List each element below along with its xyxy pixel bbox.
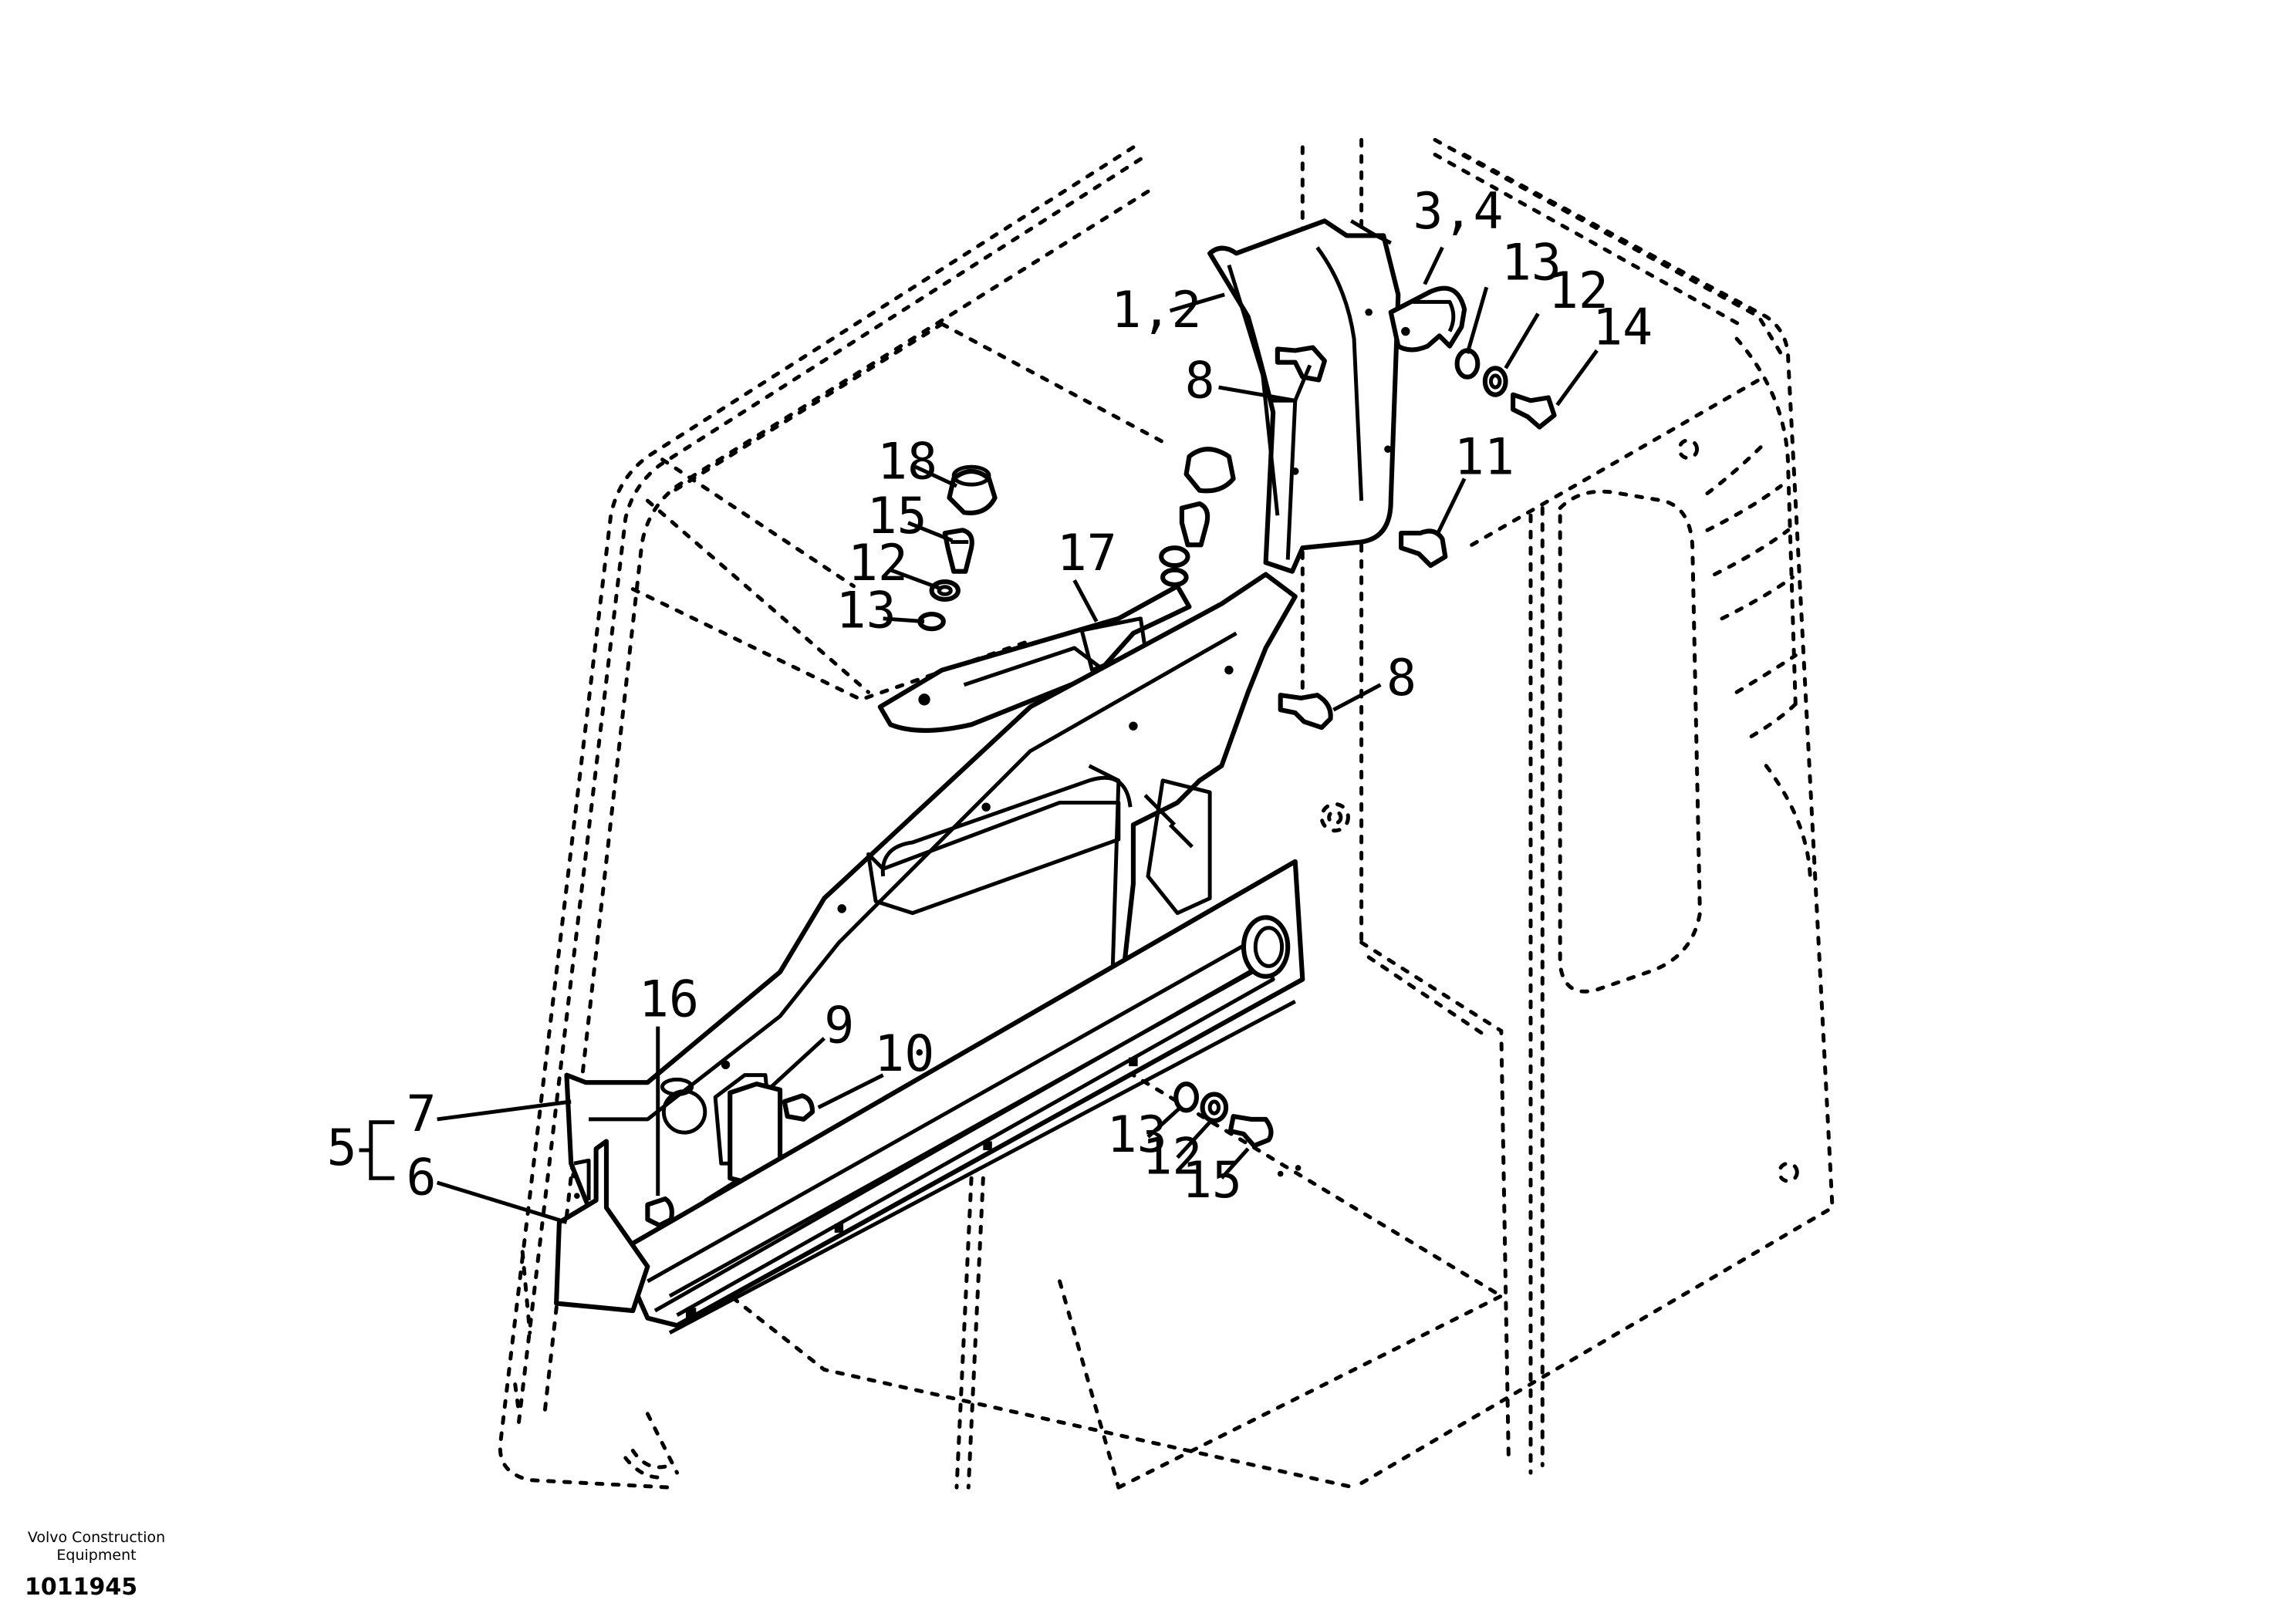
callout-8-upper: 8 [1185,352,1215,410]
callout-18: 18 [877,433,937,491]
callout-13-lower: 13 [1107,1106,1167,1164]
callout-6: 6 [407,1149,437,1207]
washers-right [1159,545,1190,587]
trim-piece-6 [554,1139,650,1314]
cap-18 [947,464,998,515]
screw-15-left [942,528,974,574]
screw-11 [1399,528,1448,569]
screw-10 [782,1093,815,1122]
callout-11: 11 [1454,429,1514,487]
callout-labels: 1,2 3,4 13 12 14 8 11 18 15 12 13 17 8 1… [327,183,1653,1210]
callout-5: 5 [327,1119,357,1177]
callout-7: 7 [407,1085,437,1143]
callout-15-left: 15 [867,488,927,545]
bracket-3-4 [1388,285,1467,353]
callout-10: 10 [874,1025,934,1083]
callout-12-lower: 12 [1142,1129,1202,1186]
callout-8-lower: 8 [1386,650,1416,707]
callout-1-2: 1,2 [1111,282,1201,339]
washer-13-top [1454,348,1481,380]
leader-lines [359,246,1599,1224]
lock-washer-12-top [1482,366,1508,397]
brand-line-2: Equipment [56,1547,137,1564]
callout-12-left: 12 [848,535,908,592]
callout-17: 17 [1057,525,1117,582]
callout-13-top: 13 [1501,235,1562,292]
bolt-14 [1511,392,1557,430]
lock-washer-12-left [929,579,961,602]
callout-15-lower: 15 [1182,1152,1242,1210]
cap-18-right [1183,447,1236,494]
lower-rail-panel [616,859,1305,1335]
brand-line-1: Volvo Construction [27,1529,166,1546]
handle-17 [877,583,1192,733]
callout-16: 16 [639,970,699,1028]
screw-15-right [1179,501,1210,548]
callout-12-top: 12 [1548,262,1609,320]
side-trim-panel-1-2 [1207,218,1401,574]
callout-3-4: 3,4 [1413,183,1503,241]
screw-16 [645,1196,674,1228]
brand-name: Volvo Construction Equipment [0,1529,193,1564]
callout-13-left: 13 [836,582,896,640]
callout-9: 9 [824,997,854,1055]
screw-8-lower [1278,693,1333,731]
fasteners-lower-right [1173,1082,1302,1177]
screw-8-upper [1275,345,1327,383]
figure-number: 1011945 [25,1574,138,1601]
callout-14: 14 [1592,299,1653,357]
